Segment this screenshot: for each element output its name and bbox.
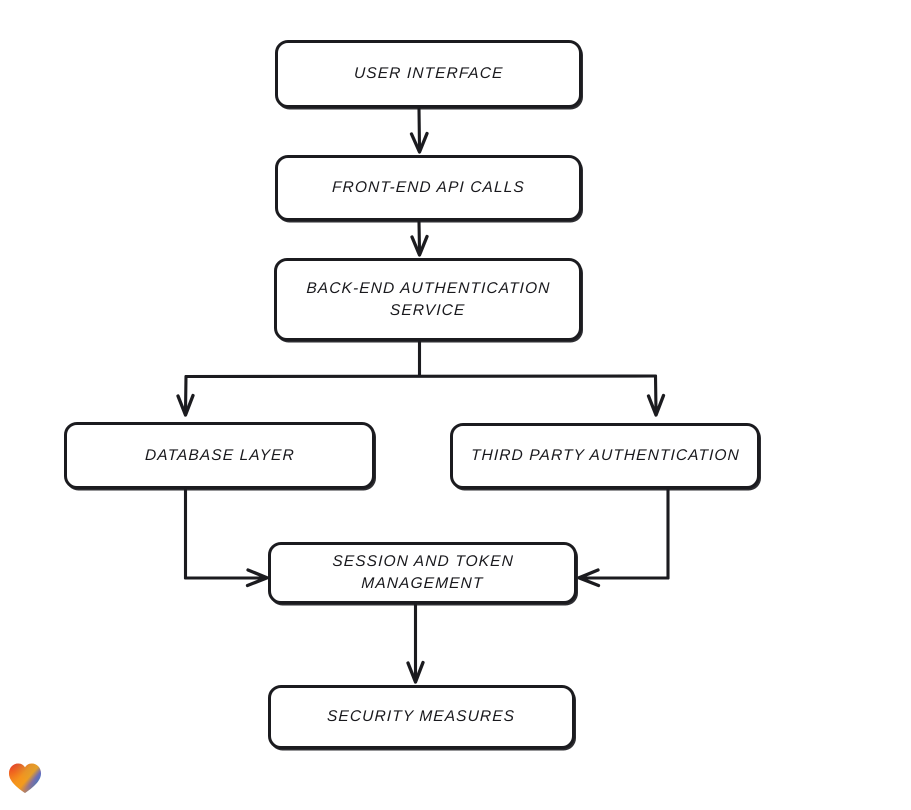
node-security-measures[interactable]: SECURITY MEASURES [268,685,575,749]
edge-database-layer-to-session-token [183,488,269,588]
node-backend-authentication-service[interactable]: BACK-END AUTHENTICATION SERVICE [274,258,582,341]
edge-session-token-to-security-measures [406,603,425,684]
node-label: USER INTERFACE [353,65,504,82]
node-session-and-token-management[interactable]: SESSION AND TOKEN MANAGEMENT [268,542,577,604]
node-label: SECURITY MEASURES [327,708,516,725]
node-label: SESSION AND TOKEN MANAGEMENT [331,553,514,592]
node-frontend-api-calls[interactable]: FRONT-END API CALLS [275,155,582,221]
heart-icon [9,763,41,793]
node-label: THIRD PARTY AUTHENTICATION [470,447,740,464]
node-user-interface[interactable]: USER INTERFACE [275,40,582,108]
edge-third-party-auth-to-session-token [577,488,670,588]
edge-frontend-api-to-backend-auth [410,220,429,257]
edge-user-interface-to-frontend-api [409,107,429,154]
node-label: FRONT-END API CALLS [331,179,526,196]
edge-backend-auth-split [176,340,666,417]
node-label: DATABASE LAYER [144,446,295,464]
node-third-party-authentication[interactable]: THIRD PARTY AUTHENTICATION [450,423,760,489]
node-database-layer[interactable]: DATABASE LAYER [64,422,375,489]
node-label: BACK-END AUTHENTICATION SERVICE [306,279,551,319]
